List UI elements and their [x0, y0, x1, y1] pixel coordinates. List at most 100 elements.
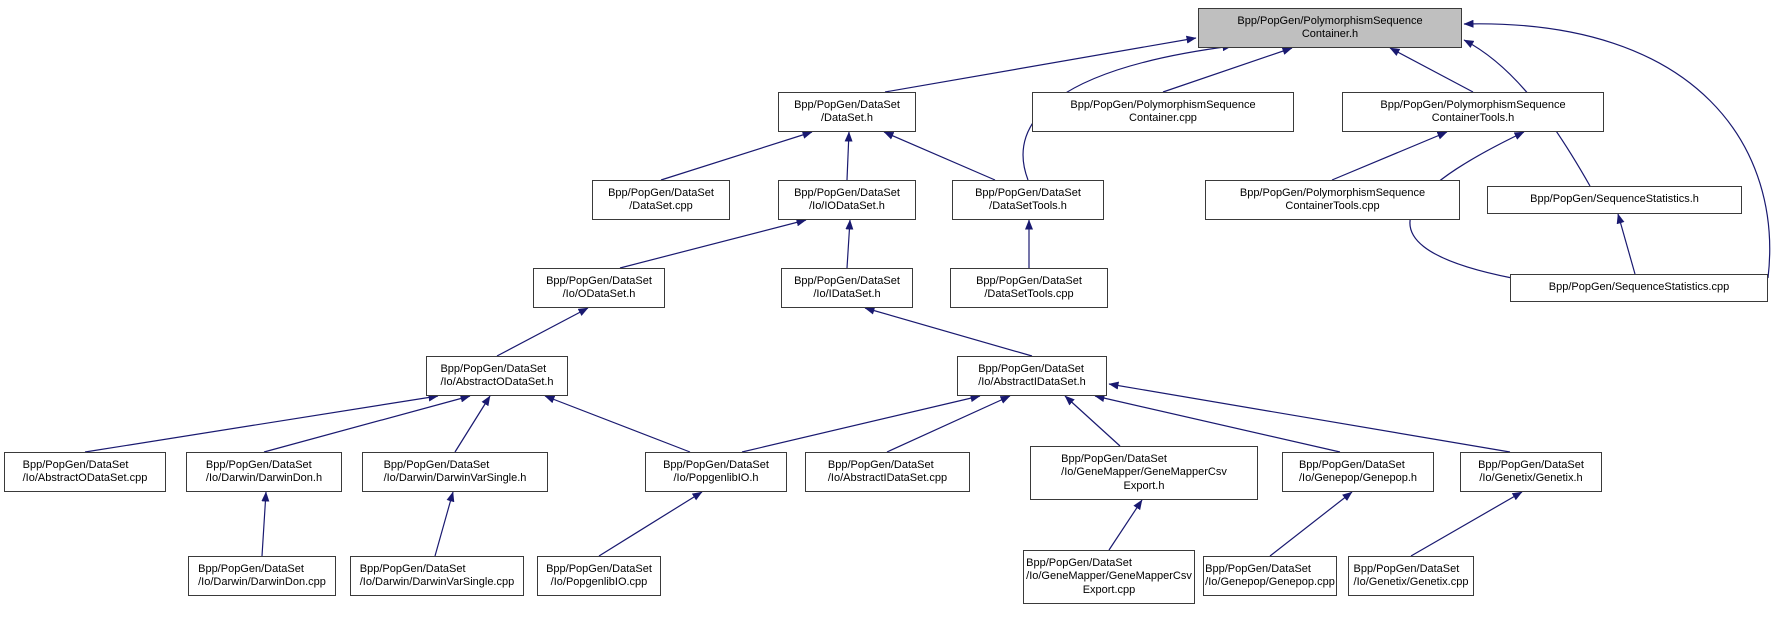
graph-node-label: Bpp/PopGen/SequenceStatistics.cpp: [1549, 281, 1729, 295]
graph-node-label-line: /Io/Genepop/Genepop.cpp: [1205, 576, 1335, 588]
graph-node-label-line: /Io/PopgenlibIO.h: [673, 472, 759, 484]
graph-node-label-line: /Io/Genetix/Genetix.cpp: [1353, 576, 1469, 588]
graph-node-label-line: Bpp/PopGen/SequenceStatistics.cpp: [1548, 281, 1730, 294]
graph-node-label-line: Bpp/PopGen/DataSet: [1478, 458, 1584, 471]
graph-node-label-line: /Io/Darwin/DarwinVarSingle.cpp: [359, 576, 515, 588]
graph-node-label-line: Bpp/PopGen/DataSet: [383, 458, 490, 471]
graph-node-label: Bpp/PopGen/DataSet/Io/Darwin/DarwinDon.c…: [198, 563, 326, 590]
graph-node-label: Bpp/PopGen/DataSet/Io/GeneMapper/GeneMap…: [1026, 557, 1192, 598]
graph-node-label-line: Bpp/PopGen/DataSet: [1298, 458, 1405, 471]
graph-node-abs_idataset_cpp[interactable]: Bpp/PopGen/DataSet/Io/AbstractIDataSet.c…: [805, 452, 970, 492]
graph-node-label-line: Bpp/PopGen/DataSet: [975, 186, 1081, 199]
graph-node-abs_odataset_cpp[interactable]: Bpp/PopGen/DataSet/Io/AbstractODataSet.c…: [4, 452, 166, 492]
graph-node-seqstats_h[interactable]: Bpp/PopGen/SequenceStatistics.h: [1487, 186, 1742, 214]
graph-node-label-line: /Io/Genetix/Genetix.h: [1479, 472, 1583, 484]
graph-edge-genetix_cpp-to-genetix_h: [1410, 491, 1523, 557]
graph-node-label: Bpp/PopGen/DataSet/Io/Genepop/Genepop.h: [1299, 459, 1417, 486]
graph-node-iodataset_h[interactable]: Bpp/PopGen/DataSet/Io/IODataSet.h: [778, 180, 916, 220]
graph-node-dataset_cpp[interactable]: Bpp/PopGen/DataSet/DataSet.cpp: [592, 180, 730, 220]
graph-node-label-line: /Io/IDataSet.h: [813, 288, 881, 300]
graph-node-label: Bpp/PopGen/DataSet/Io/IDataSet.h: [794, 275, 900, 302]
graph-node-idataset_h[interactable]: Bpp/PopGen/DataSet/Io/IDataSet.h: [781, 268, 913, 308]
graph-node-label-line: /DataSet.h: [821, 112, 873, 124]
graph-edge-popgenlibio_h-to-abs_idataset_h: [741, 394, 981, 453]
graph-edge-psct_h-to-psc_h: [1389, 47, 1474, 93]
graph-node-label-line: Bpp/PopGen/DataSet: [794, 274, 900, 287]
graph-node-label: Bpp/PopGen/DataSet/Io/ODataSet.h: [546, 275, 652, 302]
graph-edge-psc_cpp-to-psc_h: [1162, 47, 1293, 93]
graph-edge-genepop_h-to-abs_idataset_h: [1094, 394, 1341, 453]
graph-node-label-line: Bpp/PopGen/DataSet: [198, 562, 304, 575]
graph-node-label-line: /Io/AbstractODataSet.h: [440, 376, 554, 388]
graph-node-label-line: /DataSetTools.h: [989, 200, 1067, 212]
graph-node-gm_csv_cpp[interactable]: Bpp/PopGen/DataSet/Io/GeneMapper/GeneMap…: [1023, 550, 1195, 604]
graph-node-odataset_h[interactable]: Bpp/PopGen/DataSet/Io/ODataSet.h: [533, 268, 665, 308]
graph-node-label-line: ContainerTools.cpp: [1285, 200, 1380, 212]
graph-node-label: Bpp/PopGen/DataSet/DataSetTools.h: [975, 187, 1081, 214]
graph-node-label-line: /Io/Genepop/Genepop.h: [1298, 472, 1418, 484]
graph-node-darwindon_h[interactable]: Bpp/PopGen/DataSet/Io/Darwin/DarwinDon.h: [186, 452, 342, 492]
graph-node-label: Bpp/PopGen/DataSet/Io/AbstractODataSet.c…: [23, 459, 148, 486]
graph-node-label-line: Bpp/PopGen/DataSet: [546, 274, 652, 287]
graph-node-label-line: Bpp/PopGen/DataSet: [794, 186, 900, 199]
graph-node-label: Bpp/PopGen/DataSet/Io/AbstractIDataSet.c…: [828, 459, 947, 486]
graph-node-label-line: Container.h: [1301, 28, 1359, 40]
graph-node-label-line: /Io/GeneMapper/GeneMapperCsv: [1061, 466, 1227, 479]
graph-node-label: Bpp/PopGen/DataSet/Io/GeneMapper/GeneMap…: [1061, 453, 1227, 494]
graph-node-label-line: Bpp/PopGen/DataSet: [978, 362, 1084, 375]
graph-node-label: Bpp/PopGen/DataSet/DataSetTools.cpp: [976, 275, 1082, 302]
graph-node-darwindon_cpp[interactable]: Bpp/PopGen/DataSet/Io/Darwin/DarwinDon.c…: [188, 556, 336, 596]
graph-edge-gm_csv_h-to-abs_idataset_h: [1064, 395, 1121, 447]
graph-node-label: Bpp/PopGen/DataSet/Io/Genepop/Genepop.cp…: [1205, 563, 1335, 590]
graph-node-abs_idataset_h[interactable]: Bpp/PopGen/DataSet/Io/AbstractIDataSet.h: [957, 356, 1107, 396]
graph-node-label-line: /Io/Darwin/DarwinDon.cpp: [198, 576, 326, 588]
graph-node-label: Bpp/PopGen/DataSet/Io/Genetix/Genetix.cp…: [1354, 563, 1469, 590]
graph-edge-datasettools_h-to-dataset_h: [883, 131, 996, 181]
graph-node-label-line: /Io/IODataSet.h: [809, 200, 885, 212]
graph-node-label-line: Export.cpp: [1082, 583, 1136, 596]
graph-node-seqstats_cpp[interactable]: Bpp/PopGen/SequenceStatistics.cpp: [1510, 274, 1768, 302]
graph-node-genepop_h[interactable]: Bpp/PopGen/DataSet/Io/Genepop/Genepop.h: [1282, 452, 1434, 492]
graph-node-label: Bpp/PopGen/DataSet/Io/AbstractODataSet.h: [440, 363, 553, 390]
graph-node-label-line: Bpp/PopGen/DataSet: [608, 186, 714, 199]
graph-node-dataset_h[interactable]: Bpp/PopGen/DataSet/DataSet.h: [778, 92, 916, 132]
graph-edge-abs_odataset_h-to-odataset_h: [496, 307, 589, 357]
graph-edge-abs_idataset_h-to-idataset_h: [864, 306, 1033, 357]
graph-node-label-line: Container.cpp: [1129, 112, 1197, 124]
graph-edge-dataset_cpp-to-dataset_h: [660, 131, 813, 181]
graph-node-genetix_cpp[interactable]: Bpp/PopGen/DataSet/Io/Genetix/Genetix.cp…: [1348, 556, 1474, 596]
graph-node-label-line: /DataSet.cpp: [629, 200, 693, 212]
graph-node-genetix_h[interactable]: Bpp/PopGen/DataSet/Io/Genetix/Genetix.h: [1460, 452, 1602, 492]
graph-node-label-line: Bpp/PopGen/DataSet: [1026, 556, 1132, 569]
graph-edge-dataset_h-to-psc_h: [884, 35, 1197, 93]
graph-node-abs_odataset_h[interactable]: Bpp/PopGen/DataSet/Io/AbstractODataSet.h: [426, 356, 568, 396]
graph-edge-abs_odataset_cpp-to-abs_odataset_h: [84, 393, 439, 453]
graph-edge-darwindon_cpp-to-darwindon_h: [261, 491, 270, 557]
graph-node-gm_csv_h[interactable]: Bpp/PopGen/DataSet/Io/GeneMapper/GeneMap…: [1030, 446, 1258, 500]
graph-node-label-line: Bpp/PopGen/DataSet: [663, 458, 769, 471]
graph-node-label-line: /Io/GeneMapper/GeneMapperCsv: [1026, 570, 1192, 583]
graph-node-datasettools_h[interactable]: Bpp/PopGen/DataSet/DataSetTools.h: [952, 180, 1104, 220]
graph-edge-odataset_h-to-iodataset_h: [619, 218, 807, 269]
graph-edge-gm_csv_cpp-to-gm_csv_h: [1108, 499, 1143, 551]
graph-edge-iodataset_h-to-dataset_h: [844, 131, 853, 181]
graph-node-popgenlibio_h[interactable]: Bpp/PopGen/DataSet/Io/PopgenlibIO.h: [645, 452, 787, 492]
graph-node-label: Bpp/PopGen/DataSet/Io/Darwin/DarwinVarSi…: [384, 459, 527, 486]
graph-node-datasettools_cpp[interactable]: Bpp/PopGen/DataSet/DataSetTools.cpp: [950, 268, 1108, 308]
graph-node-genepop_cpp[interactable]: Bpp/PopGen/DataSet/Io/Genepop/Genepop.cp…: [1203, 556, 1337, 596]
graph-node-darwinvarsingle_cpp[interactable]: Bpp/PopGen/DataSet/Io/Darwin/DarwinVarSi…: [350, 556, 524, 596]
graph-node-label: Bpp/PopGen/DataSet/Io/Darwin/DarwinDon.h: [206, 459, 322, 486]
graph-node-darwinvarsingle_h[interactable]: Bpp/PopGen/DataSet/Io/Darwin/DarwinVarSi…: [362, 452, 548, 492]
graph-node-popgenlibio_cpp[interactable]: Bpp/PopGen/DataSet/Io/PopgenlibIO.cpp: [537, 556, 661, 596]
graph-node-label-line: Bpp/PopGen/PolymorphismSequence: [1237, 14, 1423, 27]
graph-node-label-line: Bpp/PopGen/SequenceStatistics.h: [1530, 193, 1699, 206]
graph-node-label-line: Bpp/PopGen/PolymorphismSequence: [1239, 186, 1426, 199]
graph-node-label: Bpp/PopGen/DataSet/DataSet.cpp: [608, 187, 714, 214]
graph-node-label-line: Bpp/PopGen/DataSet: [976, 274, 1082, 287]
graph-node-label: Bpp/PopGen/DataSet/DataSet.h: [794, 99, 900, 126]
